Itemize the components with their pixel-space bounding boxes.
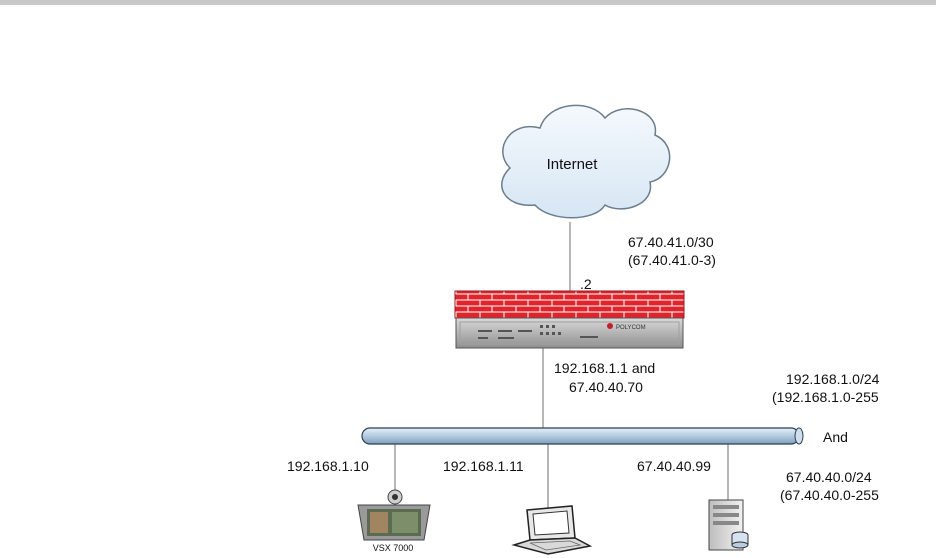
firewall-brick-wall xyxy=(454,290,685,319)
laptop-icon xyxy=(511,505,593,555)
lan-bus xyxy=(361,427,804,445)
and-label: And xyxy=(823,429,848,445)
firewall-appliance: POLYCOM xyxy=(454,290,685,349)
connection-lines xyxy=(394,222,729,510)
lan-subnet-2: 67.40.40.0/24 xyxy=(786,469,872,485)
device-1-label: VSX 7000 xyxy=(373,543,414,553)
firewall-lan-ips-line2: 67.40.40.70 xyxy=(569,379,643,395)
device-2-ip: 192.168.1.11 xyxy=(443,458,524,474)
firewall-brand: POLYCOM xyxy=(616,325,646,331)
status-leds-icon xyxy=(478,325,598,339)
brand-logo-icon xyxy=(607,323,613,329)
top-rule xyxy=(0,0,936,5)
lan-subnet-1: 192.168.1.0/24 xyxy=(786,371,880,387)
lan-range-2: (67.40.40.0-255 xyxy=(780,487,879,503)
wan-range: (67.40.41.0-3) xyxy=(628,252,716,268)
firewall-chassis xyxy=(455,317,684,349)
device-3-ip: 67.40.40.99 xyxy=(637,458,711,474)
firewall-wan-host: .2 xyxy=(580,276,592,292)
firewall-lan-ips-line1: 192.168.1.1 and xyxy=(554,360,655,376)
video-conferencing-unit-icon xyxy=(357,489,431,541)
device-1-ip: 192.168.1.10 xyxy=(287,458,369,474)
cloud-label: Internet xyxy=(547,156,599,173)
wan-subnet: 67.40.41.0/30 xyxy=(628,234,714,250)
server-icon xyxy=(708,499,749,551)
lan-range-1: (192.168.1.0-255 xyxy=(772,389,879,405)
internet-cloud xyxy=(501,104,671,219)
